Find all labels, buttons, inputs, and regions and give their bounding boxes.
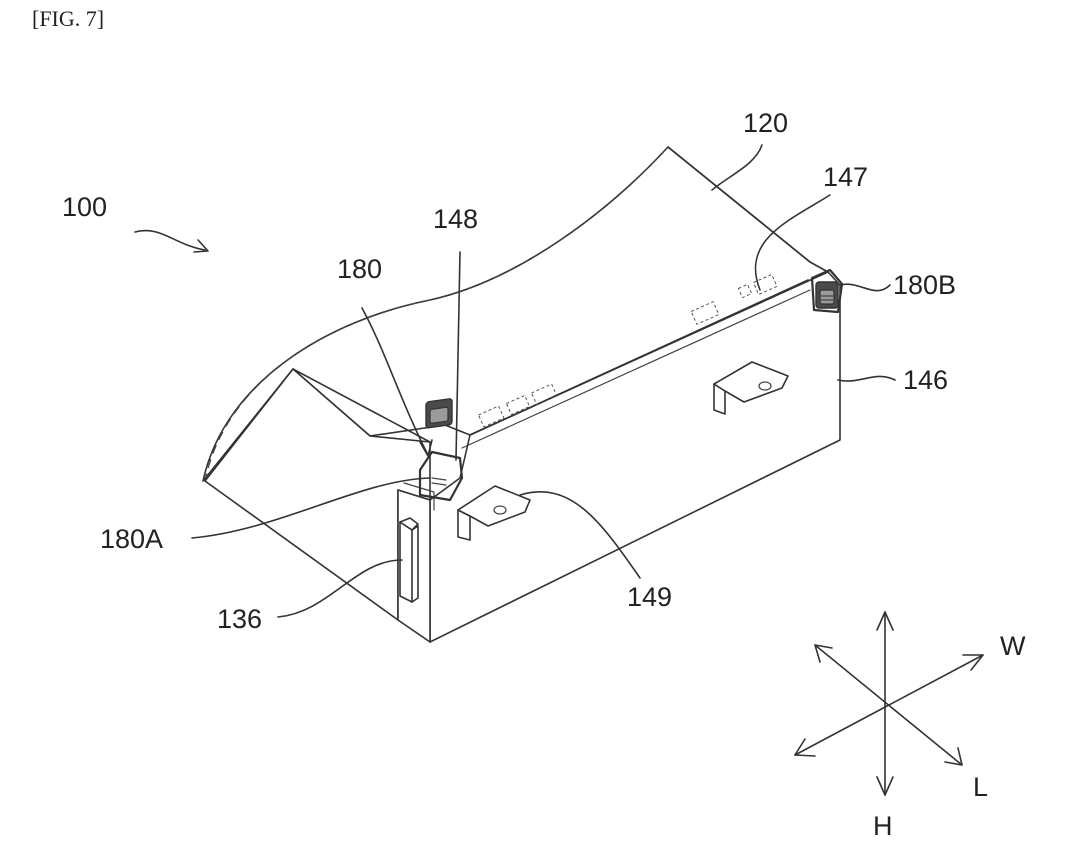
label-180b: 180B [893, 270, 956, 300]
axis-label-h: H [873, 811, 893, 841]
axis-label-l: L [973, 772, 988, 802]
label-148: 148 [433, 204, 478, 234]
label-149: 149 [627, 582, 672, 612]
label-180a: 180A [100, 524, 163, 554]
leader-120 [712, 145, 762, 190]
battery-module [203, 147, 842, 642]
label-147: 147 [823, 162, 868, 192]
label-100: 100 [62, 192, 107, 222]
leader-100 [135, 231, 205, 250]
label-136: 136 [217, 604, 262, 634]
label-120: 120 [743, 108, 788, 138]
leader-146 [838, 376, 895, 381]
direction-axes: W L H [795, 612, 1026, 841]
leader-180b [840, 284, 890, 291]
leader-100-arrow [194, 240, 208, 252]
label-146: 146 [903, 365, 948, 395]
axis-label-w: W [1000, 631, 1026, 661]
label-180: 180 [337, 254, 382, 284]
